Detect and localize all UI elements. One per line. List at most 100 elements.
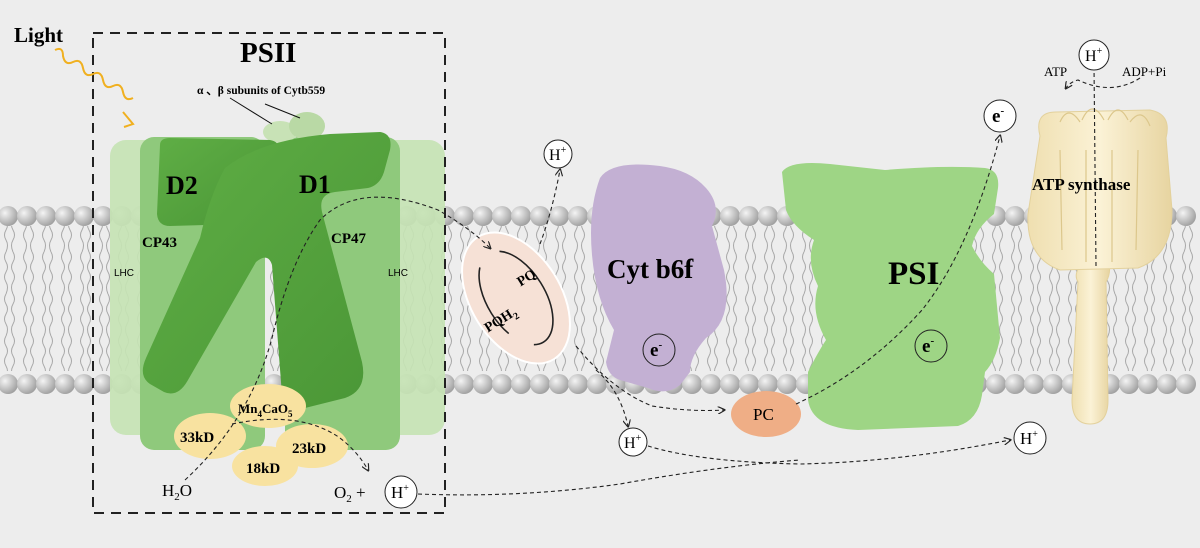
atp-synthase-stalk: [1071, 259, 1111, 425]
proton-circle-psi-side: [1013, 421, 1047, 455]
path-pqh2-to-pc: [575, 345, 724, 411]
pq-cycle-arrows: [478, 250, 554, 346]
lipid-head: [720, 206, 740, 226]
lipid-head: [55, 374, 75, 394]
lipid-head: [492, 374, 512, 394]
electron-top-label: e-: [992, 105, 1004, 127]
proton-circle-lumen-pq: [618, 427, 648, 457]
psi-label: PSI: [888, 256, 939, 292]
oec-33kd: [174, 413, 246, 459]
lipid-head: [1119, 374, 1139, 394]
electron-circle-cytb6f: [642, 333, 676, 367]
lipid-head: [36, 206, 56, 226]
lipid-head: [530, 206, 550, 226]
lhc-right-label: LHC: [388, 268, 408, 279]
d2-label: D2: [166, 171, 198, 200]
proton-circle-pq: [543, 139, 573, 169]
oec-18kd-label: 18kD: [246, 461, 280, 477]
oec-18kd: [232, 446, 298, 486]
psii-boundary-box: [92, 32, 446, 514]
atp-synthase-lobes: [1059, 108, 1151, 262]
lipid-head: [74, 206, 94, 226]
cytb559-label: α 、β subunits of Cytb559: [197, 85, 325, 97]
path-atp-synthase-adp: [1066, 77, 1141, 88]
lipid-head: [55, 206, 75, 226]
lipid-head: [530, 374, 550, 394]
electron-circle-top: [983, 99, 1017, 133]
lipid-head: [720, 374, 740, 394]
lipid-head: [739, 374, 759, 394]
path-pq-proton-release: [539, 170, 560, 245]
mn4cao5-cluster: [230, 384, 306, 428]
adp-pi-label: ADP+Pi: [1122, 64, 1167, 79]
lipid-head: [682, 374, 702, 394]
proton-circle-atp: [1078, 39, 1110, 71]
path-pqh2-proton-uptake: [595, 369, 628, 426]
lipid-head: [1176, 374, 1196, 394]
oec-33kd-label: 33kD: [180, 430, 214, 446]
lipid-head: [454, 206, 474, 226]
mn4cao5-label: Mn4CaO5: [238, 401, 293, 419]
lipid-head: [0, 374, 18, 394]
atp-synthase-label: ATP synthase: [1032, 175, 1131, 194]
lipid-head: [17, 206, 37, 226]
proton-lumen-pq-label: H+: [624, 433, 642, 452]
lipid-head: [473, 206, 493, 226]
path-water-to-p680: [184, 196, 490, 481]
lipid-head: [511, 374, 531, 394]
lipid-head: [93, 206, 113, 226]
lipid-head: [986, 374, 1006, 394]
lipid-head: [1024, 374, 1044, 394]
d1-label: D1: [299, 170, 331, 199]
lipid-head: [568, 374, 588, 394]
proton-atp-label: H+: [1085, 46, 1103, 65]
cytb559-leader-line: [229, 97, 301, 125]
lipid-head: [473, 374, 493, 394]
lipid-head: [74, 374, 94, 394]
lipid-head: [0, 206, 18, 226]
lipid-head: [454, 374, 474, 394]
oec-23kd-label: 23kD: [292, 441, 326, 457]
psii-complex: [110, 112, 445, 486]
cytb6f-complex: [591, 164, 727, 392]
lipid-head: [1176, 206, 1196, 226]
lipid-head: [36, 374, 56, 394]
d1-subunit: [142, 132, 391, 409]
lipid-head: [758, 374, 778, 394]
lipid-head: [1043, 374, 1063, 394]
cp43-label: CP43: [142, 235, 177, 251]
lipid-head: [492, 206, 512, 226]
lipid-head: [1005, 206, 1025, 226]
path-pc-to-psi-electron: [795, 136, 1000, 405]
proton-pq-label: H+: [549, 145, 567, 164]
lipid-head: [1138, 374, 1158, 394]
electron-circle-psi: [914, 329, 948, 363]
lipid-head: [701, 374, 721, 394]
pc-protein: [731, 391, 801, 437]
cytb559-subunit-b: [289, 112, 325, 140]
atp-synthase: [1027, 108, 1173, 425]
lipid-head: [17, 374, 37, 394]
lipid-head: [777, 374, 797, 394]
h2o-label: H2O: [162, 481, 192, 503]
lipid-head: [758, 206, 778, 226]
lhc-left-label: LHC: [114, 268, 134, 279]
electron-cytb6f-label: e-: [650, 339, 662, 361]
path-water-oxidation: [231, 418, 368, 470]
cytb559-subunit-a: [263, 121, 297, 143]
psii-label: PSII: [240, 37, 296, 69]
proton-psi-side-label: H+: [1020, 429, 1038, 448]
lipid-head: [1005, 374, 1025, 394]
path-stroma-proton-transport: [647, 440, 1010, 465]
lipid-head: [93, 374, 113, 394]
psi-complex: [782, 163, 1000, 430]
lipid-head: [587, 374, 607, 394]
cp47-label: CP47: [331, 231, 366, 247]
path-lumen-proton-transport: [417, 459, 801, 496]
pc-label: PC: [753, 405, 774, 424]
cytb6f-label: Cyt b6f: [607, 254, 694, 284]
atp-label: ATP: [1044, 64, 1067, 79]
path-atp-synthase-proton: [1093, 65, 1097, 267]
light-label: Light: [14, 23, 63, 47]
lipid-head: [549, 206, 569, 226]
